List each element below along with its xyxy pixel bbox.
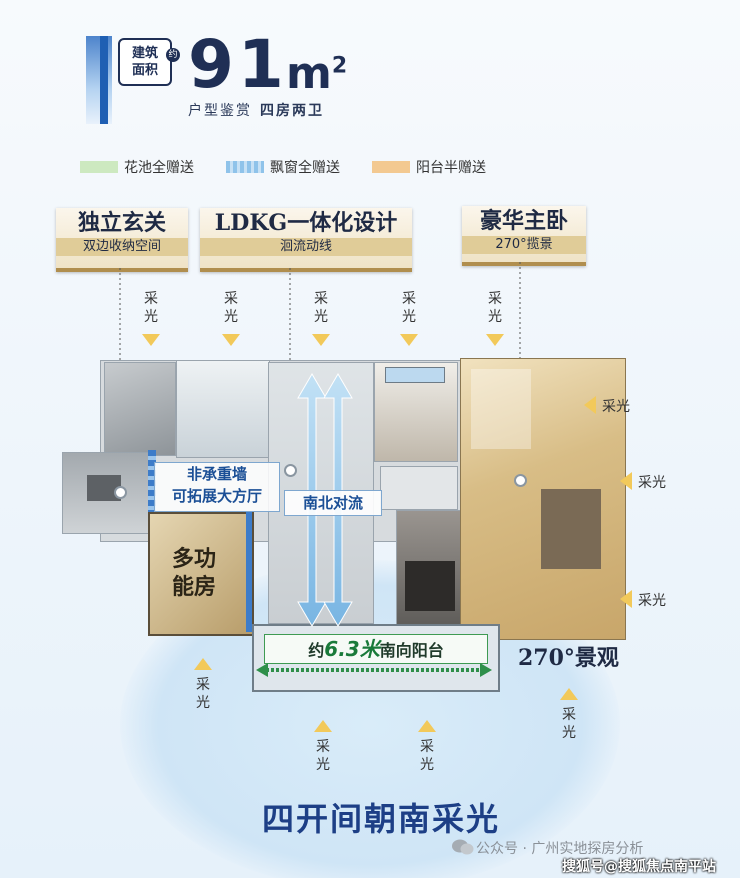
marker-dot [514, 474, 527, 487]
room-corridor [380, 466, 458, 510]
daylight-label-bottom-2: 采光 [562, 707, 576, 741]
room-multi-function: 多功 能房 [148, 512, 254, 636]
legend-item-planter: 花池全赠送 [80, 157, 194, 177]
daylight-arrow-icon [194, 658, 212, 670]
multi-room-label-2: 能房 [172, 575, 217, 600]
daylight-label-top-4: 采光 [402, 291, 416, 325]
daylight-arrow-icon [584, 396, 596, 414]
room-bathroom-1 [104, 362, 176, 456]
room-bedroom-2 [374, 362, 458, 462]
area-unit: m2 [286, 48, 348, 99]
daylight-label-top-2: 采光 [224, 291, 238, 325]
view-270-label: 270°景观 [518, 645, 619, 671]
label-ldkg: LDKG一体化设计 洄流动线 [200, 208, 412, 272]
room-entry [62, 452, 156, 534]
bay-window-strip-2 [246, 512, 252, 632]
balcony-width-arrow-icon [256, 663, 492, 677]
slogan: 四开间朝南采光 [262, 800, 501, 838]
label-master-bedroom: 豪华主卧 270°揽景 [462, 206, 586, 266]
room-master-bedroom [460, 358, 626, 640]
watermark: 搜狐号@搜狐焦点南平站 [562, 859, 716, 875]
daylight-arrow-icon [222, 334, 240, 346]
wechat-icon [452, 839, 474, 855]
daylight-arrow-icon [560, 688, 578, 700]
balcony-label: 约6.3米南向阳台 [264, 634, 488, 664]
legend-item-balcony: 阳台半赠送 [372, 157, 486, 177]
daylight-arrow-icon [620, 590, 632, 608]
daylight-label-right-3: 采光 [638, 593, 666, 609]
daylight-label-right-2: 采光 [638, 475, 666, 491]
daylight-arrow-icon [486, 334, 504, 346]
marker-dot [114, 486, 127, 499]
airflow-label: 南北对流 [284, 490, 382, 516]
daylight-label-bottom-3: 采光 [316, 739, 330, 773]
daylight-arrow-icon [620, 472, 632, 490]
label-entry: 独立玄关 双边收纳空间 [56, 208, 188, 272]
non-load-bearing-wall-note: 非承重墙 可拓展大方厅 [154, 462, 280, 512]
legend-swatch-bay-window [226, 161, 264, 173]
legend-item-bay-window: 飘窗全赠送 [226, 157, 340, 177]
daylight-label-top-5: 采光 [488, 291, 502, 325]
daylight-arrow-icon [314, 720, 332, 732]
daylight-label-right-1: 采光 [602, 399, 630, 415]
daylight-arrow-icon [142, 334, 160, 346]
daylight-arrow-icon [312, 334, 330, 346]
daylight-label-top-1: 采光 [144, 291, 158, 325]
multi-room-label-1: 多功 [172, 547, 217, 572]
header-accent-stripe [100, 36, 108, 124]
area-approx-badge: 约 [166, 48, 180, 62]
area-number: 91 [188, 26, 288, 103]
daylight-arrow-icon [400, 334, 418, 346]
area-tag: 建筑 面积 [118, 38, 172, 86]
daylight-label-bottom-4: 采光 [420, 739, 434, 773]
daylight-label-bottom-1: 采光 [196, 677, 210, 711]
marker-dot [284, 464, 297, 477]
daylight-arrow-icon [418, 720, 436, 732]
header-subtitle: 户型鉴赏四房两卫 [188, 103, 324, 119]
wechat-account: 公众号 · 广州实地探房分析 [476, 841, 644, 857]
legend-swatch-planter [80, 161, 118, 173]
room-kitchen [176, 360, 270, 458]
daylight-label-top-3: 采光 [314, 291, 328, 325]
legend-swatch-balcony [372, 161, 410, 173]
